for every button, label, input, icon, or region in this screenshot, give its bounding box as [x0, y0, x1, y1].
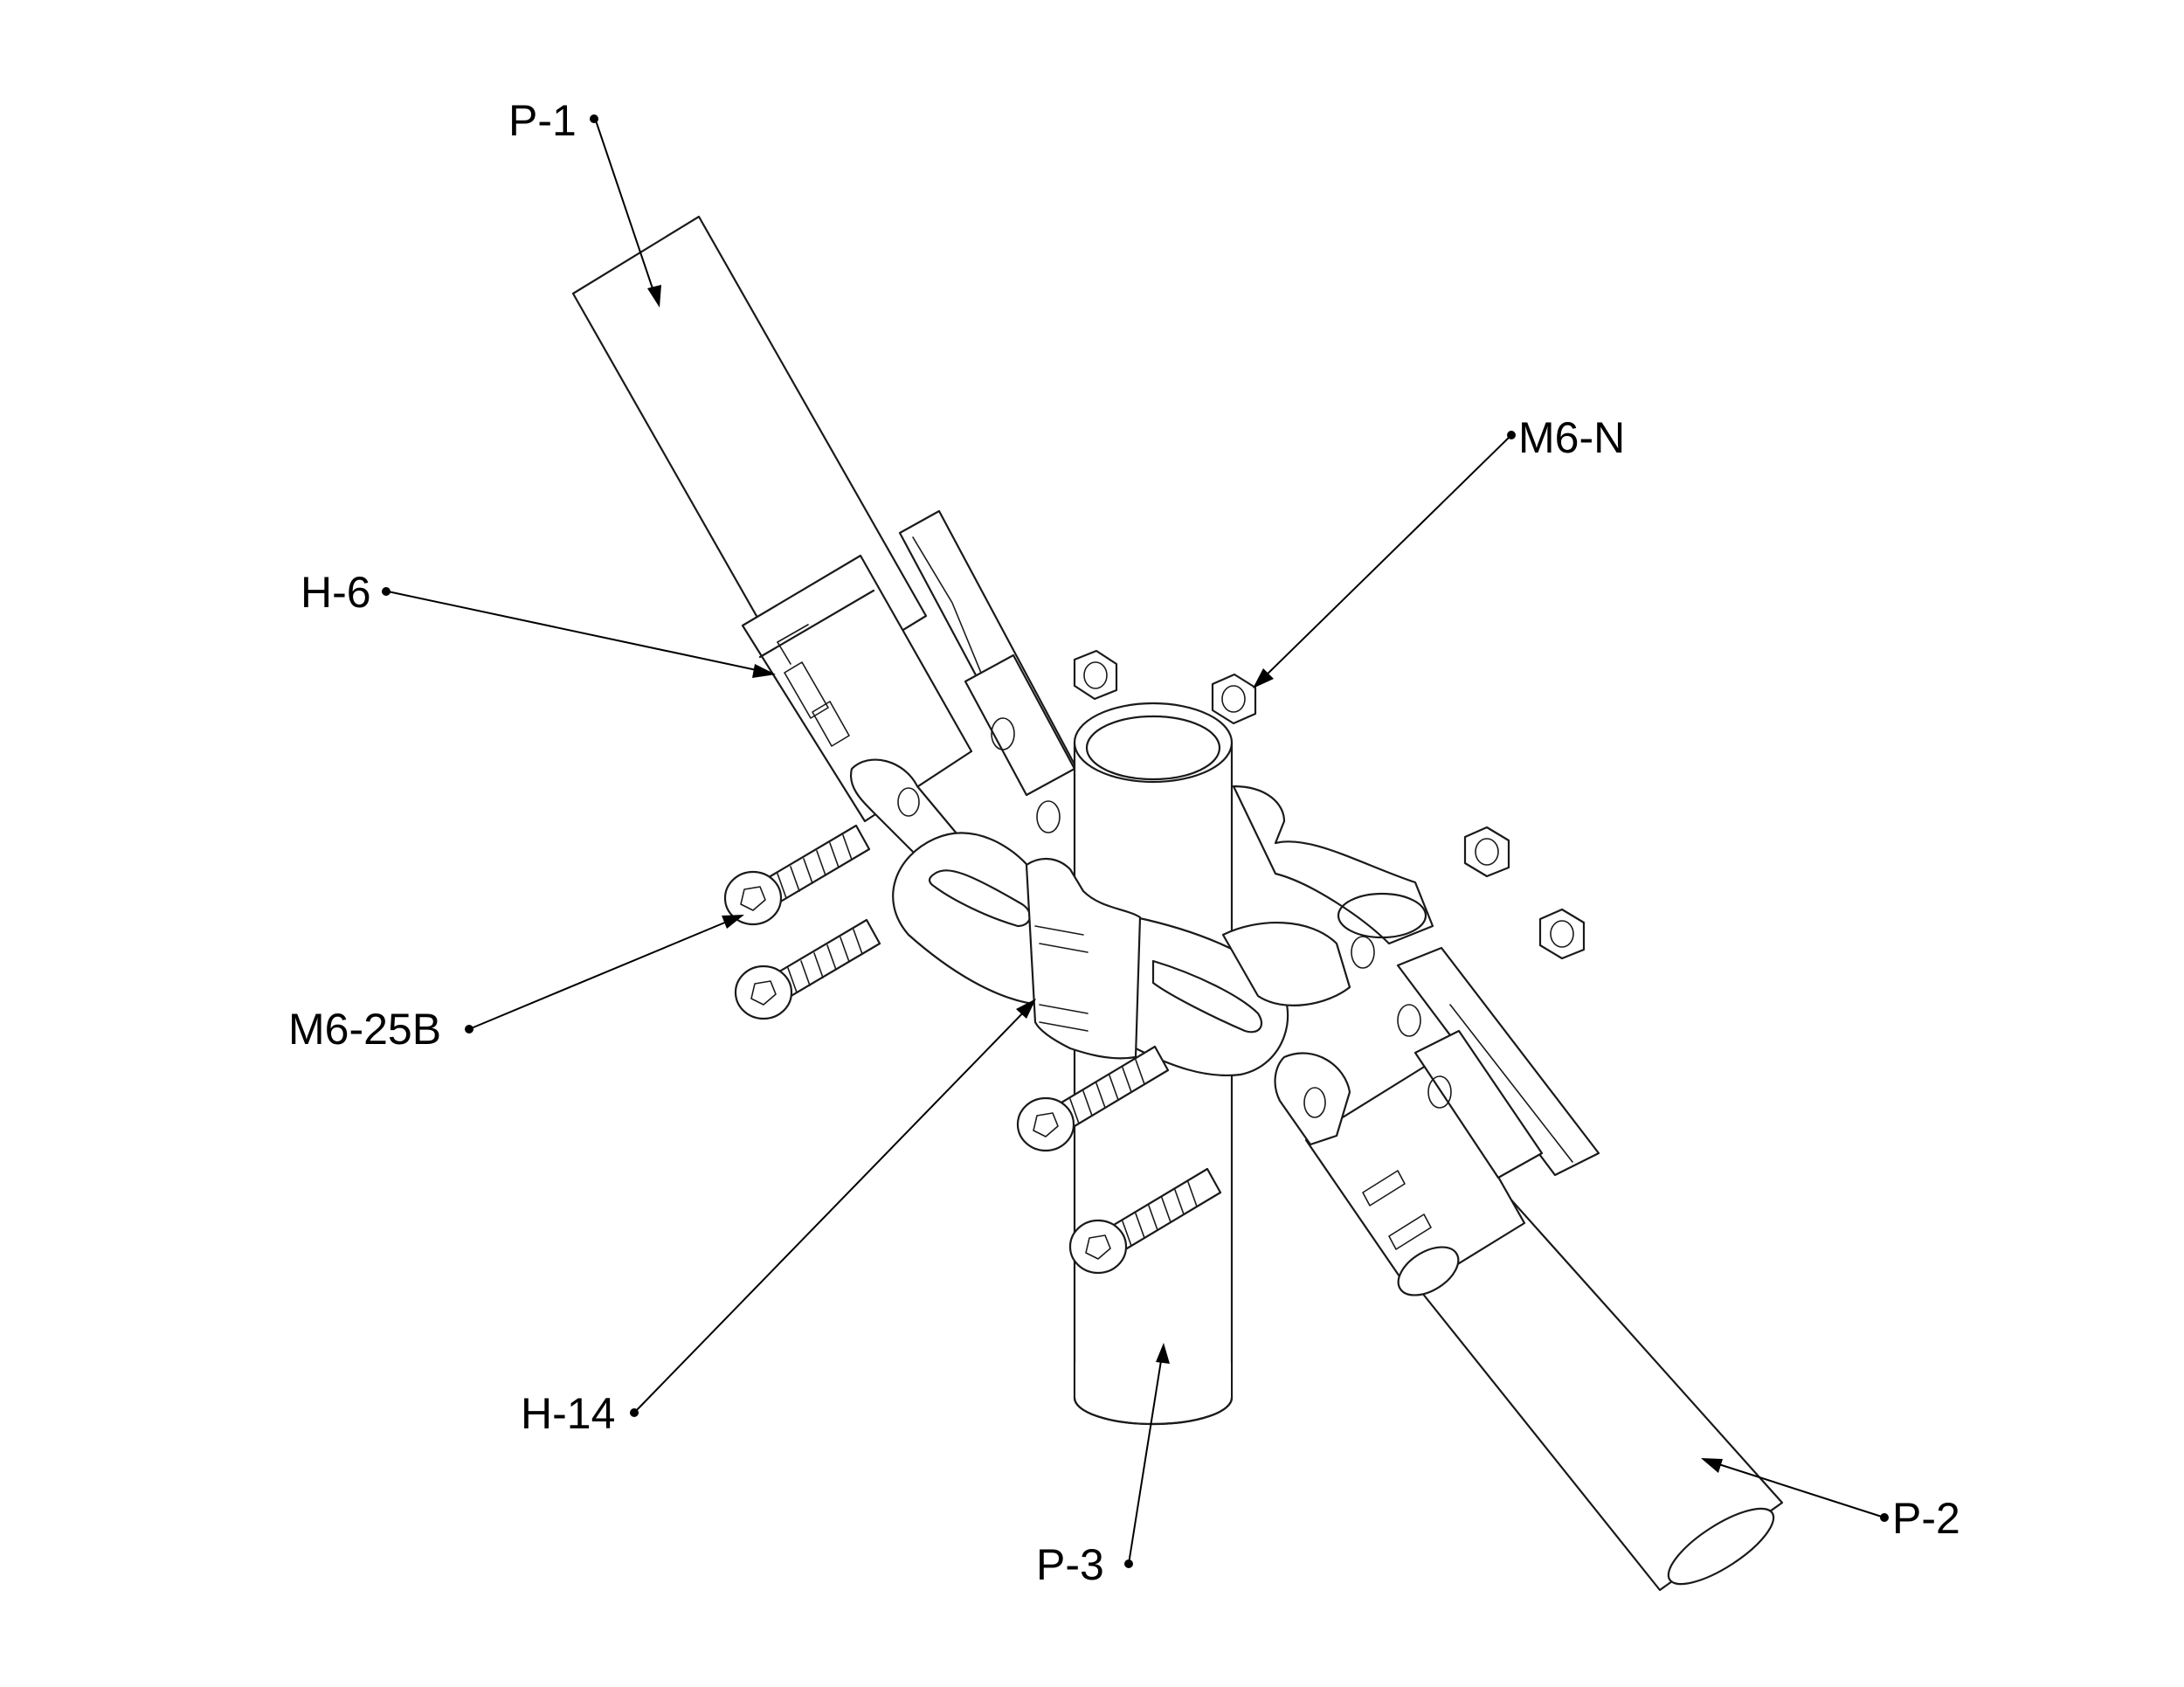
- label-p2: P-2: [1892, 1494, 1960, 1543]
- label-p1: P-1: [508, 96, 577, 145]
- callout-h14: [630, 999, 1036, 1417]
- label-h6: H-6: [301, 568, 371, 617]
- clamp-h14: [892, 832, 1351, 1077]
- label-h14: H-14: [521, 1389, 615, 1438]
- callout-p3: [1124, 1343, 1170, 1568]
- label-m6n: M6-N: [1518, 413, 1625, 462]
- nut-m6n-3: [1463, 826, 1510, 878]
- bolt-m6-25b-3: [1016, 1045, 1170, 1152]
- bolt-m6-25b-2: [734, 918, 881, 1020]
- bolt-m6-25b-4: [1068, 1167, 1222, 1275]
- label-p3: P-3: [1036, 1540, 1104, 1589]
- nut-m6n-1: [1073, 649, 1118, 701]
- callout-m6-25b: [465, 915, 744, 1034]
- nut-m6n-4: [1538, 908, 1586, 960]
- label-m6-25b: M6-25B: [288, 1005, 441, 1054]
- clamp-upper-right: [1232, 785, 1434, 945]
- callout-p2: [1701, 1458, 1889, 1522]
- nut-m6n-2: [1211, 673, 1257, 725]
- callout-m6n: [1253, 431, 1516, 688]
- bolt-m6-25b-1: [723, 824, 871, 926]
- clamp-lower-sleeve: [1274, 936, 1600, 1296]
- callout-p1: [590, 114, 661, 308]
- callout-h6: [382, 587, 776, 678]
